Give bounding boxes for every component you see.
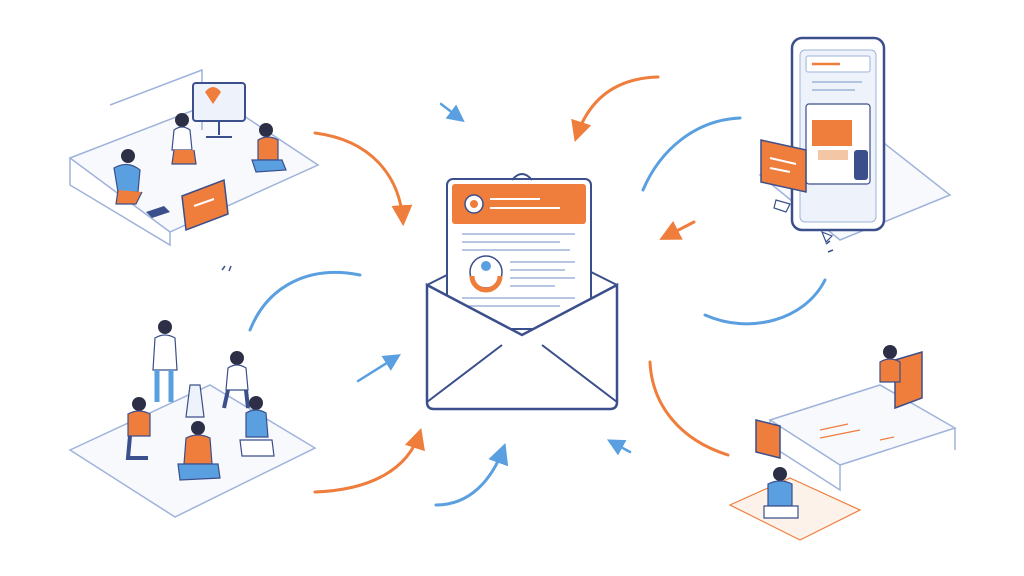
chart-icon [755, 419, 781, 459]
monitor-icon [192, 82, 246, 138]
arrow-blue-small-left [356, 354, 401, 383]
office-team-with-monitors [68, 68, 320, 247]
flow-arrows [248, 75, 827, 507]
arrow-blue-right [703, 278, 827, 326]
person-icon [113, 149, 143, 205]
envelope-icon [425, 173, 619, 411]
arrow-blue-left [248, 270, 362, 332]
newsletter-text-lines [462, 233, 575, 307]
laptop-icon [181, 178, 229, 232]
envelope-clip [511, 173, 533, 181]
person-icon [239, 396, 275, 457]
chart-icon [760, 139, 807, 193]
desk-top [768, 384, 957, 466]
arrow-blue-small-top [439, 102, 465, 123]
group-meeting-circle [68, 320, 317, 518]
newsletter-header [452, 184, 586, 224]
arrow-orange-top-right [571, 75, 660, 142]
envelope-body [425, 282, 619, 411]
arrow-orange-small-right [659, 220, 696, 240]
person-icon [125, 397, 151, 460]
phone-icon [790, 36, 886, 232]
person-icon [222, 351, 250, 409]
person-icon [152, 320, 178, 402]
person-icon [177, 421, 221, 481]
meeting-bottle [185, 384, 205, 418]
arrow-orange-top-left [313, 131, 413, 227]
person-icon [763, 467, 799, 519]
monitor-icon [894, 350, 923, 410]
arrow-orange-bottom-left [313, 427, 425, 494]
person-icon [251, 123, 287, 173]
person-icon [171, 113, 197, 165]
mobile-phone-email-app [758, 36, 952, 244]
person-icon [879, 345, 901, 383]
desk-workstation-with-monitor [728, 345, 957, 541]
arrow-blue-small-bottom [606, 439, 632, 456]
newsletter-emblem-icon [469, 255, 503, 293]
arrow-blue-bottom-center [434, 443, 509, 507]
arrow-orange-bottom-right [648, 360, 730, 457]
arrow-blue-top-right [641, 116, 742, 192]
